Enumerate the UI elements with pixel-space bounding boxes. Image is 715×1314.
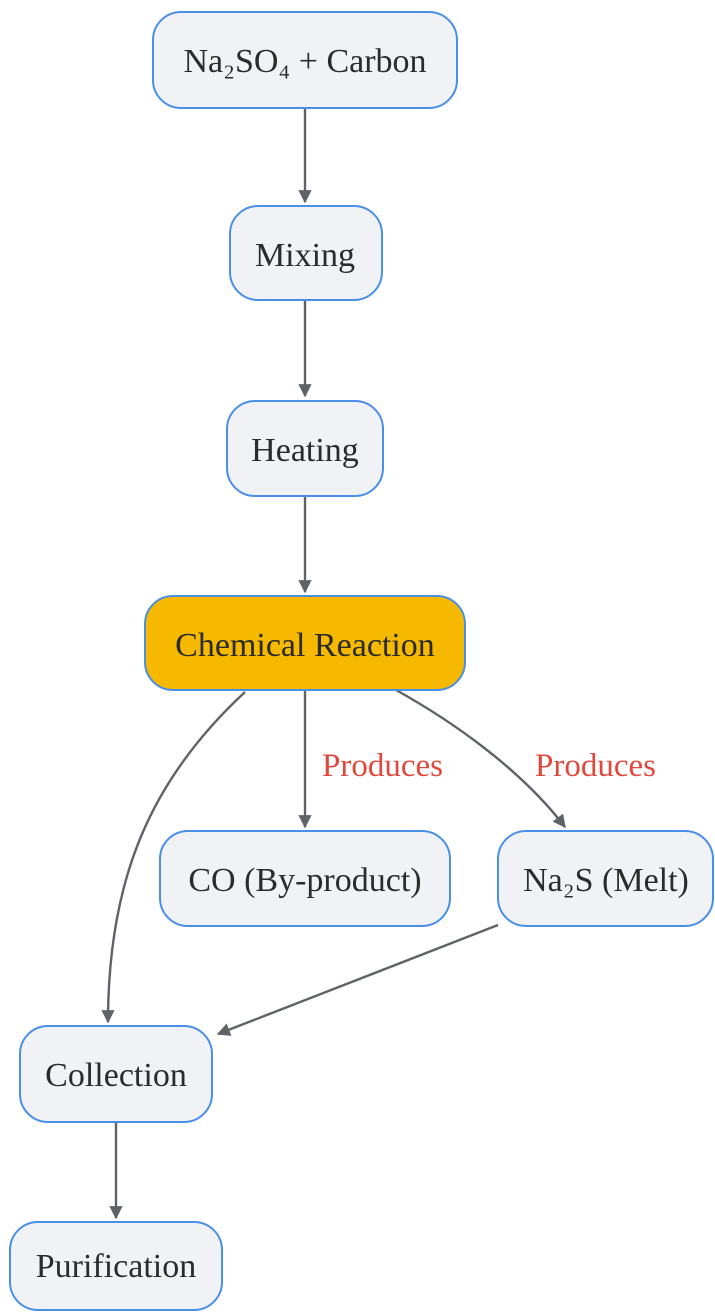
node-mixing: Mixing	[229, 205, 383, 301]
node-co-byproduct-label: CO (By-product)	[188, 862, 421, 899]
node-co-byproduct-box	[159, 830, 451, 927]
edges	[101, 108, 566, 1220]
node-collection-label: Collection	[45, 1057, 187, 1094]
node-chemical-reaction-label: Chemical Reaction	[175, 627, 435, 664]
edge-label-reaction-to-na2s: Produces	[535, 748, 656, 784]
node-purification: Purification	[9, 1221, 223, 1311]
node-na2s-melt-label: Na₂S (Melt)	[523, 862, 689, 899]
node-na2s-melt: Na₂S (Melt)	[497, 830, 714, 927]
node-heating-label: Heating	[251, 432, 359, 469]
node-chemical-reaction: Chemical Reaction	[144, 595, 466, 691]
node-chemical-reaction-box	[144, 595, 466, 691]
node-raw-materials: Na₂SO₄ + Carbon	[152, 11, 458, 109]
edge-reaction-to-na2s	[395, 688, 566, 829]
node-raw-materials-label: Na₂SO₄ + Carbon	[183, 43, 426, 80]
node-co-byproduct: CO (By-product)	[159, 830, 451, 927]
edge-label-reaction-to-co: Produces	[322, 748, 443, 784]
node-purification-label: Purification	[36, 1248, 197, 1285]
node-mixing-label: Mixing	[255, 237, 355, 274]
node-heating-box	[226, 400, 384, 497]
node-raw-materials-box	[152, 11, 458, 109]
edge-na2s-to-collection	[216, 923, 499, 1036]
edge-reaction-to-collection	[101, 691, 246, 1024]
node-mixing-box	[229, 205, 383, 301]
node-heating: Heating	[226, 400, 384, 497]
node-na2s-melt-box	[497, 830, 714, 927]
node-collection-box	[19, 1025, 213, 1123]
node-purification-box	[9, 1221, 223, 1311]
node-collection: Collection	[19, 1025, 213, 1123]
